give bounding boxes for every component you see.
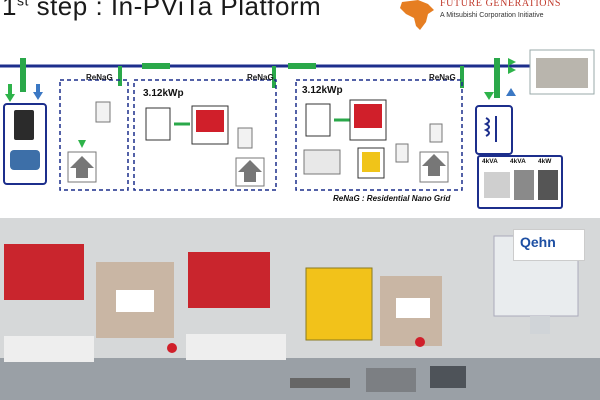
instrument [430,366,466,388]
motor-icon [10,150,40,170]
pv-rating: 3.12kWp [302,85,343,96]
load-unit-icon [514,170,534,200]
bus-segment [288,63,316,69]
grid-diagram [0,44,600,214]
meter-icon [238,128,252,148]
emergency-button-icon [415,337,425,347]
inverter-unit [188,252,270,308]
qehn-logo: Qehn [513,229,585,261]
meter-icon [96,102,110,122]
africa-logo-icon [398,0,438,30]
pv-rating: 3.12kWp [143,88,184,99]
battery-inverter-icon [362,152,380,172]
diagram-caption: ReNaG : Residential Nano Grid [333,194,450,203]
arrow-up-icon [506,88,516,96]
breaker-panel [186,334,286,360]
inverter-icon [196,110,224,132]
arrow-down-icon [78,140,86,148]
transformer-photo-icon [536,58,588,88]
battery-icon [304,150,340,174]
battery-inverter-unit [306,268,372,340]
logo-subtitle: A Mitsubishi Corporation Initiative [440,12,544,19]
load-unit-icon [538,170,558,200]
renag-label: ReNaG [247,73,274,82]
lab-photo [0,218,600,400]
breaker-panel [4,336,94,362]
oscilloscope [366,368,416,392]
meter-icon [396,144,408,162]
renag-label: ReNaG [429,73,456,82]
renag-label: ReNaG [86,73,113,82]
feeder-pole [20,58,26,92]
inverter-icon [354,104,382,128]
arrow-down-icon [484,92,494,100]
lab-photo-illustration [0,218,600,400]
kva-label: 4kVA [510,158,526,165]
inverter-unit [4,244,84,300]
transformer-box [476,106,512,154]
kva-label: 4kVA [482,158,498,165]
bus-segment [142,63,170,69]
panel-sheet [116,290,154,312]
feeder-pole [118,66,122,86]
load-unit-icon [484,172,510,198]
kva-label: 4kW [538,158,551,165]
bench-equipment [290,378,350,388]
pv-panel-icon [306,104,330,136]
feeder-pole [494,58,500,98]
pv-panel-icon [146,108,170,140]
logo-title: FUTURE GENERATIONS [440,0,561,9]
cabinet-box [530,316,550,334]
vfd-icon [14,110,34,140]
emergency-button-icon [167,343,177,353]
page-title: 1st step : In-PViTa Platform [2,0,321,22]
meter-icon [430,124,442,142]
arrow-down-icon [5,94,15,102]
panel-sheet [396,298,430,318]
